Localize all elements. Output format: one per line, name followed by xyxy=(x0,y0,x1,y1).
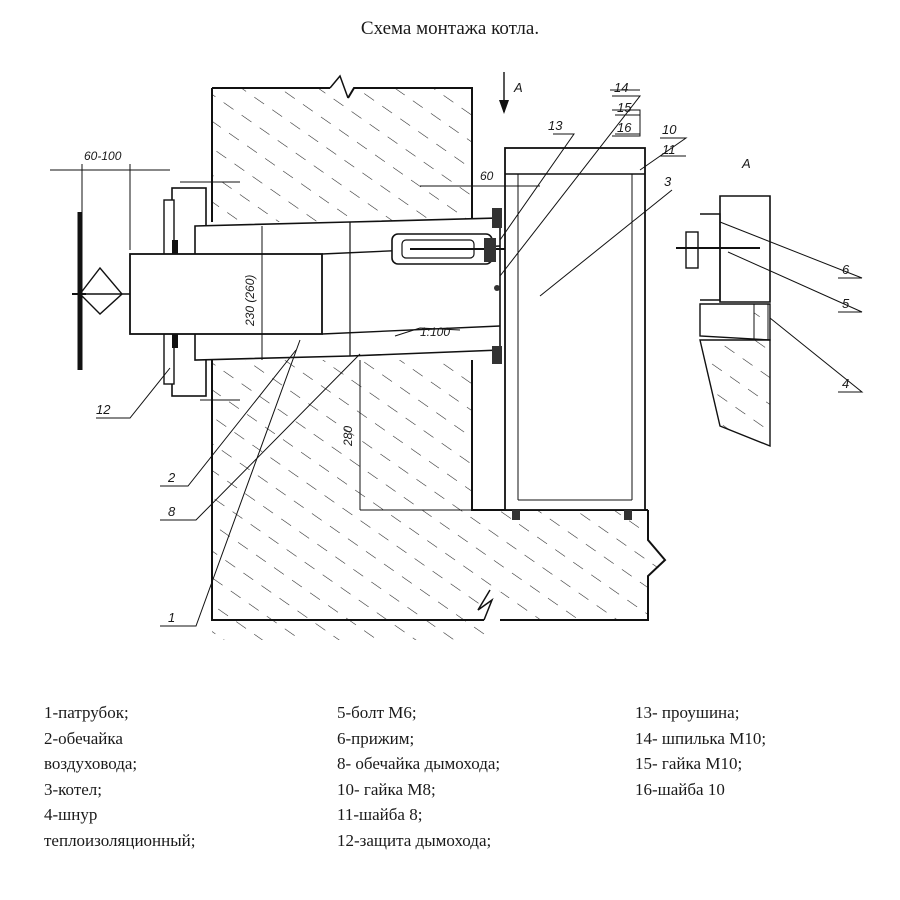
callout-4: 4 xyxy=(842,376,849,391)
boiler xyxy=(504,147,646,520)
slope-label: 1:100 xyxy=(420,325,450,339)
leader-lines xyxy=(96,89,864,627)
detail-view-label: A xyxy=(741,156,751,171)
dimension-60: 60 xyxy=(480,169,494,183)
flue-pipe xyxy=(72,208,505,370)
section-arrow-label: A xyxy=(513,80,523,95)
legend-item: 16-шайба 10 xyxy=(635,779,725,799)
legend-item: 1-патрубок; xyxy=(44,703,129,722)
callout-12: 12 xyxy=(96,402,111,417)
legend-item: 13- проушина; xyxy=(635,703,740,722)
legend-item: 6-прижим; xyxy=(337,728,415,748)
section-arrow-a xyxy=(499,72,509,114)
callout-5: 5 xyxy=(842,296,850,311)
diagram-title: Схема монтажа котла. xyxy=(360,18,540,39)
legend-item: 8- обечайка дымохода; xyxy=(337,754,501,773)
legend-column-2: 5-болт М6; 6-прижим; 8- обечайка дымоход… xyxy=(337,700,500,853)
callout-13: 13 xyxy=(548,118,563,133)
legend-item: 4-шнур xyxy=(44,805,98,824)
legend-item: 14- шпилька М10; xyxy=(635,728,767,748)
detail-view-a xyxy=(676,195,771,448)
legend-item: 5-болт М6; xyxy=(337,703,417,722)
callout-16: 16 xyxy=(617,120,632,135)
legend-item: воздуховода; xyxy=(44,754,138,773)
dimension-lines xyxy=(50,164,540,511)
dimension-230-260: 230 (260) xyxy=(243,275,257,327)
legend-item: 12-защита дымохода; xyxy=(337,830,492,850)
legend-item: 15- гайка М10; xyxy=(635,754,743,773)
legend-item: 3-котел; xyxy=(44,779,103,799)
callout-3: 3 xyxy=(664,174,672,189)
callout-14: 14 xyxy=(614,80,628,95)
dimension-60-100: 60-100 xyxy=(84,149,122,163)
boiler-installation-drawing: 1 2 8 12 13 14 15 16 10 11 3 6 5 4 60-10… xyxy=(50,72,864,640)
callouts: 1 2 8 12 13 14 15 16 10 11 3 6 5 4 xyxy=(96,80,850,625)
callout-1: 1 xyxy=(168,610,175,625)
legend-item: 10- гайка М8; xyxy=(337,779,436,799)
legend-item: 2-обечайка xyxy=(44,728,123,748)
callout-2: 2 xyxy=(167,470,176,485)
legend-column-3: 13- проушина; 14- шпилька М10; 15- гайка… xyxy=(635,700,766,802)
legend-item: теплоизоляционный; xyxy=(44,830,196,850)
legend-item: 11-шайба 8; xyxy=(337,805,423,824)
wall xyxy=(211,74,667,640)
legend-column-1: 1-патрубок; 2-обечайка воздуховода; 3-ко… xyxy=(44,700,195,853)
dimension-280: 280 xyxy=(341,426,355,447)
callout-15: 15 xyxy=(617,100,632,115)
callout-8: 8 xyxy=(168,504,176,519)
callout-10: 10 xyxy=(662,122,677,137)
callout-6: 6 xyxy=(842,262,850,277)
callout-11: 11 xyxy=(662,142,676,157)
